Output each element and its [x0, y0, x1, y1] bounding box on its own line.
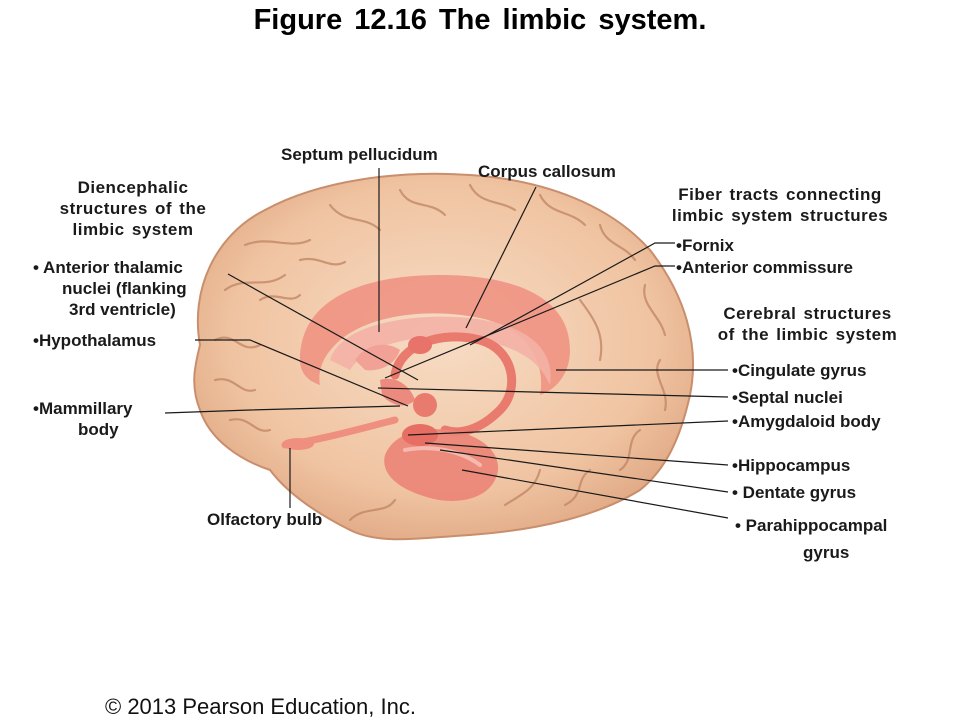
fiber-tracts-heading-line1: Fiber tracts connecting: [678, 185, 882, 204]
olfactory-bulb-shape: [282, 438, 314, 450]
parahippocampal-line1: • Parahippocampal: [735, 516, 888, 535]
fiber-tracts-heading: Fiber tracts connecting limbic system st…: [630, 184, 930, 226]
mammillary-line2: body: [78, 420, 119, 439]
anterior-thalamic-shape: [408, 336, 432, 354]
mammillary-body-shape: [413, 393, 437, 417]
dentate-gyrus-label: • Dentate gyrus: [732, 483, 857, 502]
hypothalamus-shape: [380, 378, 415, 406]
olfactory-bulb-label: Olfactory bulb: [207, 510, 323, 529]
mammillary-body-label: •Mammillary body: [33, 398, 133, 440]
anterior-commissure-label: •Anterior commissure: [676, 258, 853, 277]
parahippocampal-gyrus-label: • Parahippocampal gyrus: [735, 512, 887, 566]
septal-nuclei-label: •Septal nuclei: [732, 388, 843, 407]
brain-hemisphere: [193, 172, 694, 541]
anterior-thalamic-line2: nuclei (flanking: [62, 279, 187, 298]
copyright-notice: © 2013 Pearson Education, Inc.: [105, 694, 416, 719]
corpus-callosum-label: Corpus callosum: [478, 162, 616, 181]
brain-sulci: [213, 183, 667, 522]
cingulate-gyrus-shape: [300, 275, 570, 395]
diencephalic-heading-line1: Diencephalic: [77, 178, 189, 197]
fiber-tracts-heading-line2: limbic system structures: [671, 206, 889, 225]
cingulate-gyrus-label: •Cingulate gyrus: [732, 361, 867, 380]
anterior-thalamic-line3: 3rd ventricle): [69, 300, 176, 319]
hippocampus-label: •Hippocampus: [732, 456, 851, 475]
septum-pellucidum-label: Septum pellucidum: [281, 145, 438, 164]
cerebral-heading-line1: Cerebral structures: [723, 304, 892, 323]
figure-title: Figure 12.16 The limbic system.: [253, 4, 707, 36]
cerebral-structures-heading: Cerebral structures of the limbic system: [680, 303, 935, 345]
diencephalic-heading: Diencephalic structures of the limbic sy…: [28, 177, 238, 240]
anterior-thalamic-line1: • Anterior thalamic: [33, 258, 183, 277]
anterior-thalamic-label: • Anterior thalamic nuclei (flanking 3rd…: [33, 257, 187, 320]
parahippocampal-line2: gyrus: [803, 543, 850, 562]
cerebral-heading-line2: of the limbic system: [717, 325, 898, 344]
leader-lines: [164, 168, 729, 519]
diencephalic-heading-line3: limbic system: [72, 220, 194, 239]
diencephalic-heading-line2: structures of the: [59, 199, 207, 218]
hypothalamus-label: •Hypothalamus: [33, 331, 157, 350]
corpus-callosum-shape: [330, 316, 551, 385]
fornix-label: •Fornix: [676, 236, 734, 255]
amygdaloid-body-label: •Amygdaloid body: [732, 412, 881, 431]
mammillary-line1: •Mammillary: [33, 399, 133, 418]
